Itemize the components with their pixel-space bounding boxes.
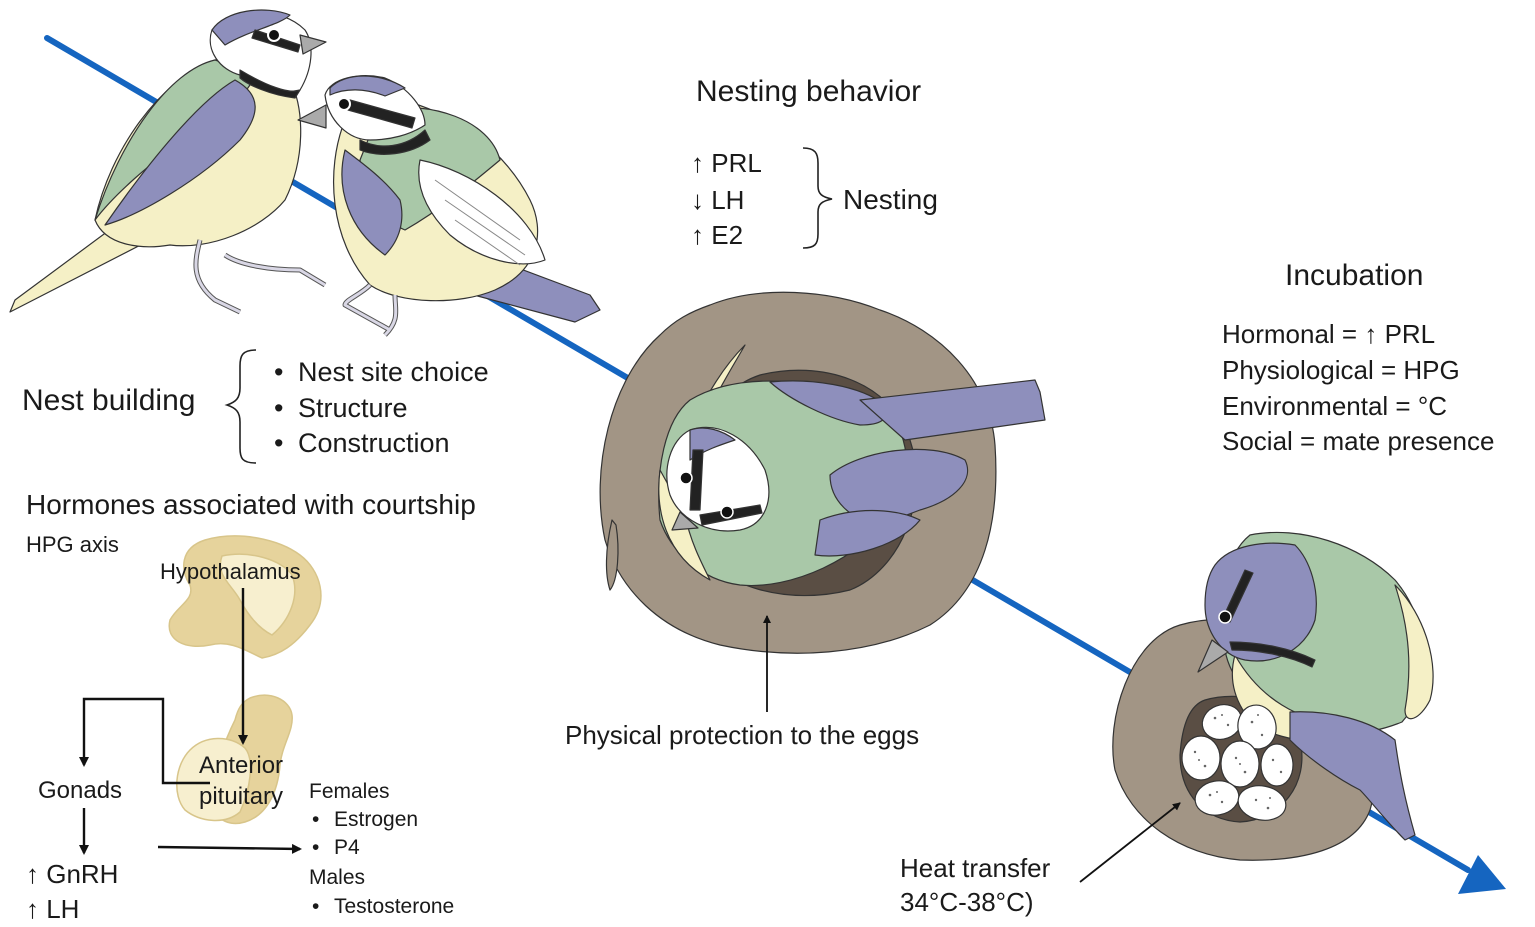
incubation-factor: Hormonal = ↑ PRL xyxy=(1222,319,1436,349)
list-item: Testosterone xyxy=(308,893,454,921)
two-blue-tits-icon xyxy=(9,9,601,337)
incubation-factor: Social = mate presence xyxy=(1222,426,1495,456)
list-item: Structure xyxy=(268,391,489,427)
females-label: Females xyxy=(309,780,390,803)
female-hormone-list: Estrogen P4 xyxy=(308,806,418,862)
timeline-arrowhead-icon xyxy=(1458,855,1506,894)
heat-transfer-arrow xyxy=(1079,802,1181,883)
incubation-factor: Physiological = HPG xyxy=(1222,355,1460,385)
nest-building-list: Nest site choice Structure Construction xyxy=(268,355,489,462)
hypothalamus-label: Hypothalamus xyxy=(160,559,301,584)
list-item: Nest site choice xyxy=(268,355,489,391)
nesting-bird-icon xyxy=(599,291,1046,654)
list-item: P4 xyxy=(308,834,418,862)
heat-transfer-line1: Heat transfer xyxy=(900,853,1051,883)
egg-clutch-icon xyxy=(1181,704,1294,821)
nest-building-title: Nest building xyxy=(22,384,196,417)
incubation-title: Incubation xyxy=(1285,259,1424,292)
list-item: Estrogen xyxy=(308,806,418,834)
incubation-factor: Environmental = °C xyxy=(1222,391,1447,421)
protection-label: Physical protection to the eggs xyxy=(565,720,920,750)
nest-building-brace xyxy=(224,349,257,464)
gonads-label: Gonads xyxy=(38,777,123,804)
gnrh-label: ↑ GnRH xyxy=(26,859,119,889)
lh-down-label: ↓ LH xyxy=(691,185,745,215)
nesting-brace xyxy=(802,147,833,249)
hpg-axis-label: HPG axis xyxy=(26,532,119,557)
pituitary-label-line2: pituitary xyxy=(199,783,284,810)
courtship-title: Hormones associated with courtship xyxy=(26,489,476,520)
lh-label: ↑ LH xyxy=(26,894,80,924)
males-label: Males xyxy=(309,866,366,889)
e2-label: ↑ E2 xyxy=(691,220,744,250)
nesting-label: Nesting xyxy=(843,184,938,215)
hpg-arrows xyxy=(79,588,302,855)
anterior-pituitary-icon xyxy=(176,694,293,825)
heat-transfer-line2: 34°C-38°C) xyxy=(900,887,1034,917)
pituitary-label-line1: Anterior xyxy=(199,752,284,779)
incubating-bird-icon xyxy=(1112,531,1434,861)
hypothalamus-icon xyxy=(168,535,322,659)
prl-label: ↑ PRL xyxy=(691,148,762,178)
list-item: Construction xyxy=(268,426,489,462)
male-hormone-list: Testosterone xyxy=(308,893,454,921)
egg-speckles xyxy=(1193,714,1283,810)
nesting-behavior-title: Nesting behavior xyxy=(696,75,922,108)
